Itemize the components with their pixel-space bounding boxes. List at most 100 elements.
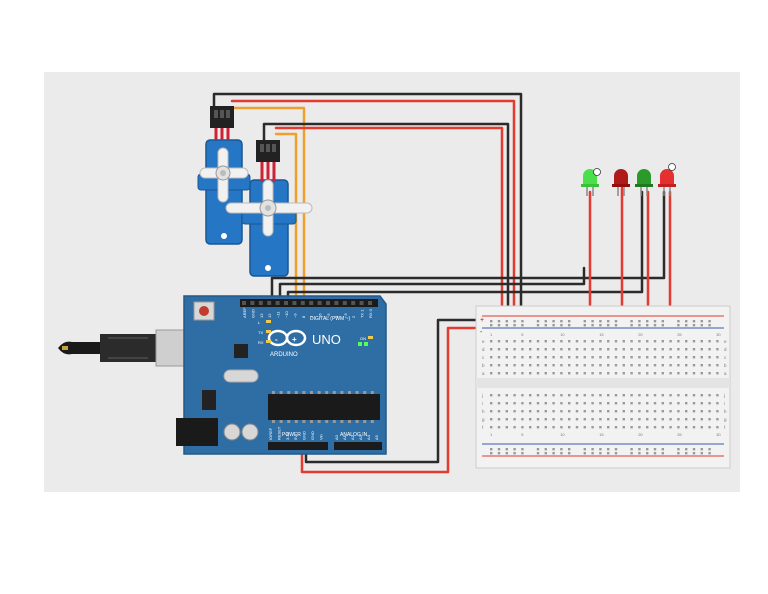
breadboard-hole[interactable]	[529, 410, 532, 413]
breadboard-hole[interactable]	[622, 364, 625, 367]
breadboard-hole[interactable]	[497, 372, 501, 375]
breadboard-hole[interactable]	[700, 364, 703, 367]
breadboard-hole[interactable]	[521, 324, 524, 327]
breadboard-hole[interactable]	[591, 452, 594, 455]
header-pin[interactable]	[326, 301, 330, 305]
breadboard-hole[interactable]	[583, 452, 586, 455]
breadboard-hole[interactable]	[685, 426, 688, 429]
breadboard-hole[interactable]	[599, 372, 602, 375]
breadboard-hole[interactable]	[622, 348, 625, 351]
breadboard-hole[interactable]	[560, 372, 563, 375]
breadboard-hole[interactable]	[646, 364, 649, 367]
header-pin[interactable]	[292, 301, 297, 305]
breadboard-hole[interactable]	[700, 324, 703, 327]
breadboard-hole[interactable]	[583, 394, 586, 397]
breadboard-hole[interactable]	[638, 364, 641, 367]
breadboard-hole[interactable]	[599, 394, 602, 397]
breadboard-hole[interactable]	[614, 402, 618, 405]
breadboard-hole[interactable]	[490, 372, 493, 375]
breadboard-hole[interactable]	[708, 402, 711, 405]
breadboard-hole[interactable]	[529, 348, 532, 351]
breadboard-hole[interactable]	[513, 426, 516, 429]
breadboard-hole[interactable]	[685, 410, 688, 413]
breadboard-hole[interactable]	[591, 320, 594, 323]
breadboard-hole[interactable]	[685, 324, 688, 327]
breadboard-hole[interactable]	[638, 394, 641, 397]
breadboard-hole[interactable]	[661, 426, 664, 429]
breadboard-hole[interactable]	[575, 426, 579, 429]
breadboard-hole[interactable]	[692, 320, 696, 323]
breadboard-hole[interactable]	[552, 324, 555, 327]
header-pin[interactable]	[250, 301, 255, 305]
breadboard-hole[interactable]	[552, 372, 555, 375]
breadboard-hole[interactable]	[708, 426, 711, 429]
breadboard-hole[interactable]	[716, 356, 719, 359]
breadboard-hole[interactable]	[599, 452, 602, 455]
breadboard-hole[interactable]	[490, 448, 493, 451]
breadboard-hole[interactable]	[575, 402, 579, 405]
breadboard-hole[interactable]	[575, 372, 579, 375]
header-pin[interactable]	[368, 301, 372, 305]
breadboard-hole[interactable]	[521, 372, 524, 375]
breadboard-hole[interactable]	[685, 452, 688, 455]
breadboard-hole[interactable]	[513, 324, 516, 327]
breadboard-hole[interactable]	[544, 448, 547, 451]
breadboard-hole[interactable]	[490, 394, 493, 397]
breadboard-hole[interactable]	[513, 348, 516, 351]
breadboard-hole[interactable]	[560, 364, 563, 367]
breadboard-hole[interactable]	[536, 426, 540, 429]
breadboard-hole[interactable]	[560, 402, 563, 405]
breadboard-hole[interactable]	[575, 348, 579, 351]
breadboard-hole[interactable]	[646, 356, 649, 359]
breadboard-hole[interactable]	[568, 356, 571, 359]
breadboard-hole[interactable]	[513, 402, 516, 405]
breadboard-hole[interactable]	[638, 410, 641, 413]
breadboard-hole[interactable]	[653, 348, 657, 351]
breadboard-hole[interactable]	[692, 448, 696, 451]
led-1[interactable]	[581, 168, 601, 197]
breadboard-hole[interactable]	[708, 340, 711, 343]
breadboard-hole[interactable]	[677, 320, 680, 323]
breadboard-hole[interactable]	[513, 452, 516, 455]
breadboard-hole[interactable]	[529, 426, 532, 429]
wire-servo1-signal[interactable]	[230, 106, 306, 302]
breadboard-hole[interactable]	[497, 348, 501, 351]
breadboard-hole[interactable]	[614, 364, 618, 367]
breadboard-hole[interactable]	[560, 340, 563, 343]
breadboard-hole[interactable]	[607, 448, 610, 451]
header-pin[interactable]	[309, 301, 314, 305]
breadboard-hole[interactable]	[700, 426, 703, 429]
breadboard-hole[interactable]	[638, 426, 641, 429]
breadboard-hole[interactable]	[716, 348, 719, 351]
header-pin[interactable]	[300, 301, 305, 305]
breadboard-hole[interactable]	[638, 348, 641, 351]
breadboard-hole[interactable]	[497, 356, 501, 359]
wire-servo1-ground[interactable]	[212, 92, 523, 322]
breadboard-hole[interactable]	[669, 394, 672, 397]
breadboard-hole[interactable]	[685, 448, 688, 451]
breadboard-hole[interactable]	[630, 372, 633, 375]
breadboard-hole[interactable]	[560, 448, 563, 451]
breadboard-hole[interactable]	[599, 356, 602, 359]
header-pin[interactable]	[284, 301, 288, 305]
breadboard-hole[interactable]	[505, 452, 508, 455]
breadboard-hole[interactable]	[591, 418, 594, 421]
led-4[interactable]	[658, 163, 676, 197]
breadboard-hole[interactable]	[638, 356, 641, 359]
breadboard-hole[interactable]	[568, 452, 571, 455]
breadboard-hole[interactable]	[583, 364, 586, 367]
breadboard-hole[interactable]	[630, 410, 633, 413]
breadboard-hole[interactable]	[677, 394, 680, 397]
breadboard-hole[interactable]	[513, 394, 516, 397]
breadboard-hole[interactable]	[646, 426, 649, 429]
breadboard-hole[interactable]	[607, 402, 610, 405]
breadboard-hole[interactable]	[497, 448, 501, 451]
breadboard-hole[interactable]	[490, 402, 493, 405]
header-pin[interactable]	[334, 301, 339, 305]
wire-led3[interactable]	[270, 190, 666, 302]
breadboard-hole[interactable]	[583, 426, 586, 429]
breadboard-hole[interactable]	[622, 372, 625, 375]
breadboard-hole[interactable]	[544, 372, 547, 375]
breadboard-hole[interactable]	[630, 348, 633, 351]
wire-led1[interactable]	[278, 266, 586, 302]
